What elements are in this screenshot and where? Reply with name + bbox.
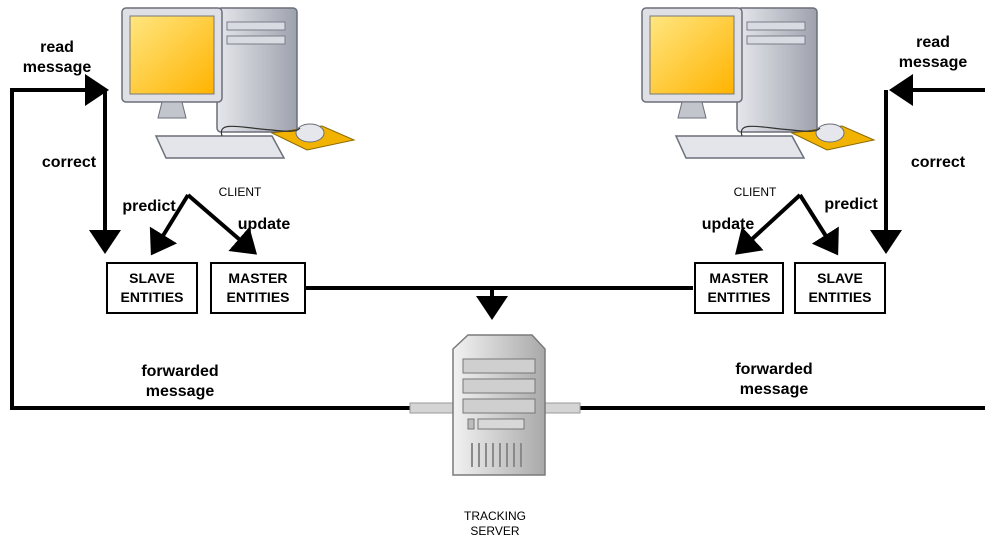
server-icon — [409, 334, 581, 476]
left-computer-icon — [121, 7, 356, 159]
right-read-text: read — [916, 34, 950, 51]
right-update-arrow — [735, 193, 802, 255]
left-slave-line1: SLAVE — [129, 270, 175, 286]
left-forwarded-message-text: message — [145, 383, 215, 400]
right-master-line2: ENTITIES — [707, 289, 771, 305]
left-predict-arrow — [149, 193, 190, 256]
right-forward-loop — [580, 74, 985, 410]
left-read-message-label: read message — [22, 38, 92, 78]
left-client-label: CLIENT — [218, 185, 262, 199]
right-client-label: CLIENT — [733, 185, 777, 199]
right-update-label: update — [701, 216, 755, 233]
left-master-line2: ENTITIES — [226, 289, 290, 305]
server-label-line2: SERVER — [470, 524, 520, 538]
left-master-line1: MASTER — [228, 270, 288, 286]
left-update-arrow — [186, 193, 258, 255]
left-slave-line2: ENTITIES — [120, 289, 184, 305]
right-computer-icon — [641, 7, 876, 159]
left-forward-loop — [10, 74, 410, 410]
left-forwarded-text: forwarded — [141, 363, 219, 380]
right-master-line1: MASTER — [709, 270, 769, 286]
right-correct-label: correct — [910, 154, 966, 171]
right-forwarded-message-text: message — [739, 381, 809, 398]
right-forwarded-text: forwarded — [735, 361, 813, 378]
left-forwarded-message-label: forwarded message — [120, 362, 240, 402]
right-slave-line2: ENTITIES — [808, 289, 872, 305]
left-master-entities-box: MASTER ENTITIES — [210, 262, 306, 314]
right-slave-line1: SLAVE — [817, 270, 863, 286]
tracking-server-label: TRACKING SERVER — [455, 509, 535, 539]
right-master-entities-box: MASTER ENTITIES — [694, 262, 784, 314]
left-predict-label: predict — [122, 198, 176, 215]
right-read-message-label: read message — [893, 33, 973, 73]
left-correct-label: correct — [41, 154, 97, 171]
server-label-line1: TRACKING — [463, 509, 526, 523]
left-read-text: read — [40, 39, 74, 56]
right-message-text: message — [898, 54, 968, 71]
master-to-server-line — [305, 286, 693, 320]
right-predict-arrow — [798, 193, 839, 256]
left-slave-entities-box: SLAVE ENTITIES — [106, 262, 198, 314]
right-slave-entities-box: SLAVE ENTITIES — [794, 262, 886, 314]
left-message-text: message — [22, 59, 92, 76]
right-forwarded-message-label: forwarded message — [714, 360, 834, 400]
left-update-label: update — [237, 216, 291, 233]
right-predict-label: predict — [824, 196, 878, 213]
